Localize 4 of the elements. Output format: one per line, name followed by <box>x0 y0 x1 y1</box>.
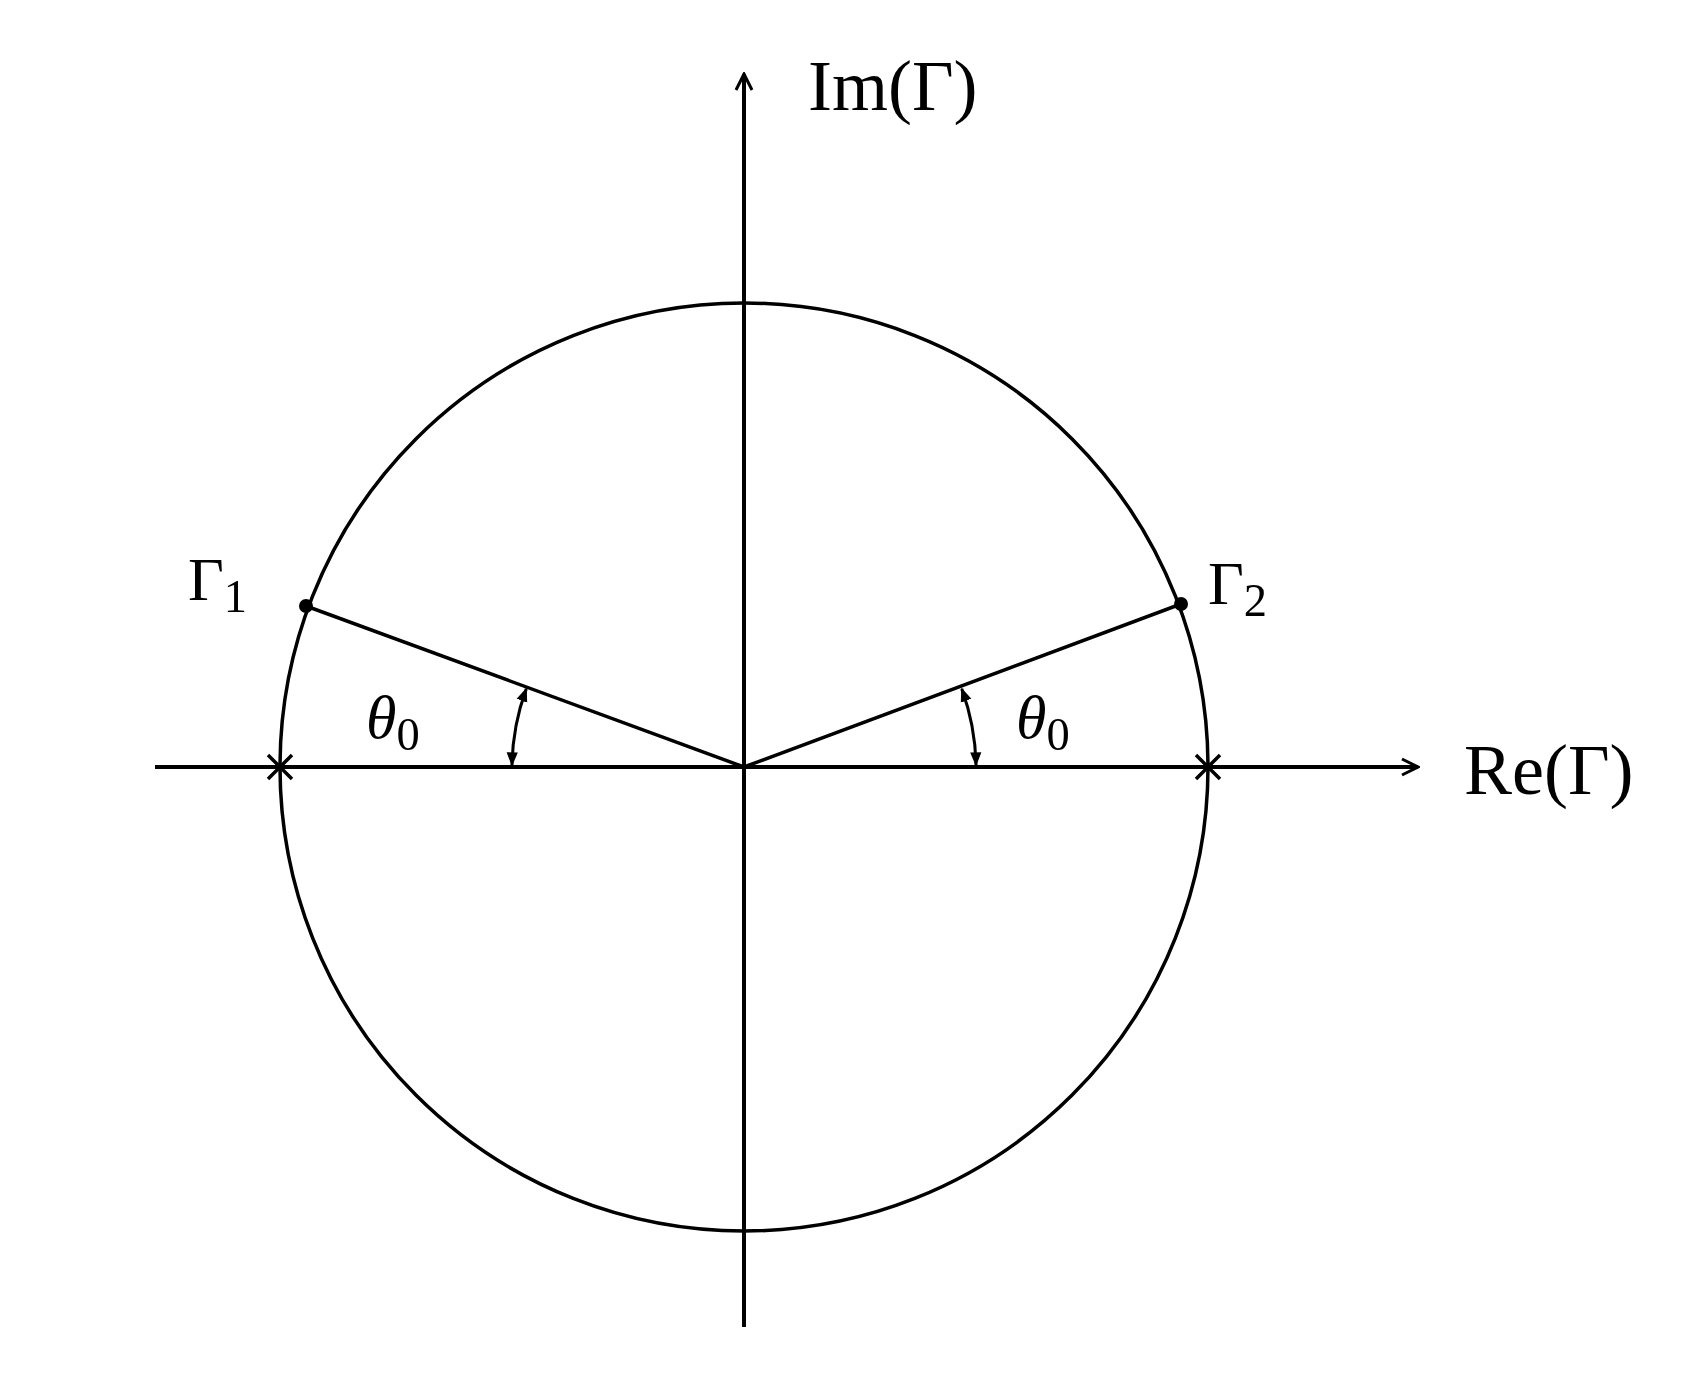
point-label: Γ$_{1}$ <box>188 548 248 610</box>
angle-label: θ$_{0}$ <box>366 686 420 748</box>
point-label: Γ$_{2}$ <box>1208 552 1268 614</box>
angle-label: θ$_{0}$ <box>1016 686 1070 748</box>
